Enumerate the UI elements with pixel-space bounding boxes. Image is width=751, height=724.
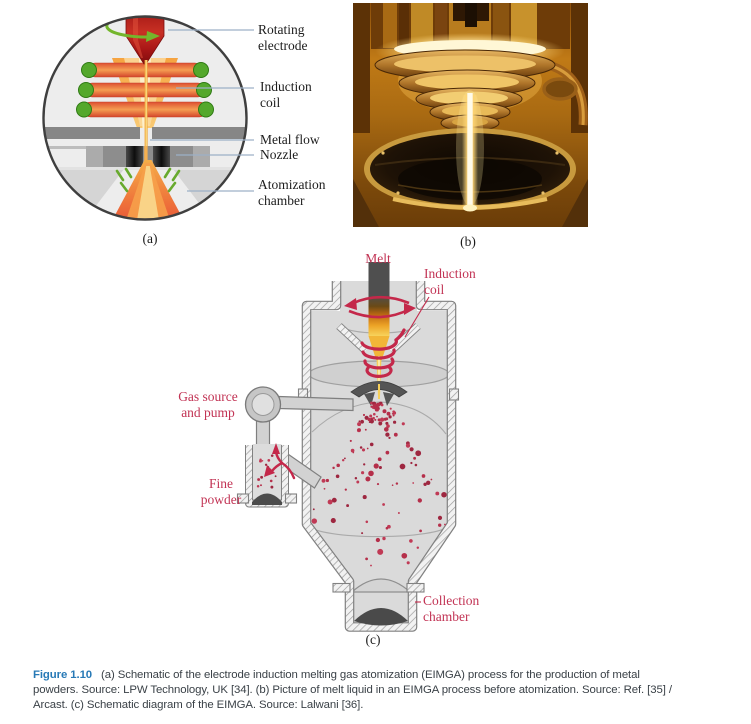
gas-pump-assembly [244, 386, 354, 489]
panel-c-letter: (c) [365, 632, 381, 647]
panel-c-schematic [236, 262, 460, 632]
fine-powder-pile [252, 493, 282, 505]
label-metal-flow: Metal flow [260, 132, 320, 147]
red-leader-lines [404, 296, 430, 603]
induction-coil-spiral [360, 328, 406, 378]
label-gas-source: Gas source and pump [178, 389, 238, 420]
chamber-circle-outline [42, 15, 248, 221]
nozzle-block [86, 146, 210, 167]
separator-plate [44, 127, 246, 139]
powder-spray-dots [311, 401, 447, 567]
caption-line-2: powders. Source: LPW Technology, UK [34]… [33, 684, 672, 696]
cyclone-arrow-icon [264, 443, 296, 480]
label-collection-chamber: Collection chamber [423, 593, 480, 624]
label-rotating-electrode: Rotating electrode [258, 22, 308, 53]
coil-end-terminals [76, 62, 214, 118]
panel-b-photo [353, 3, 588, 227]
melt-stream-photo [456, 90, 484, 212]
atomization-spray-cone [106, 160, 190, 220]
panel-b-letter: (b) [460, 234, 476, 249]
collected-powder-pile [354, 608, 408, 626]
panel-a-schematic [42, 15, 254, 221]
cyclone-powder-dots [256, 454, 277, 489]
figure-number: Figure 1.10 [33, 669, 93, 681]
vessel-walls [297, 281, 460, 632]
label-fine-powder: Fine powder [200, 476, 242, 507]
figure-caption: Figure 1.10(a) Schematic of the electrod… [33, 668, 736, 713]
gas-jet-arrows [115, 167, 181, 193]
label-melt: Melt [365, 251, 391, 266]
panel-a-letter: (a) [142, 231, 158, 246]
cup-cone-walls [336, 323, 421, 354]
label-atomization-chamber: Atomization chamber [258, 177, 326, 208]
label-induction-coil-a: Induction coil [260, 79, 312, 110]
caption-line-3: Arcast. (c) Schematic diagram of the EIM… [33, 699, 364, 711]
caption-line-1: Figure 1.10(a) Schematic of the electrod… [33, 669, 640, 681]
leader-lines [150, 29, 254, 192]
label-induction-coil-c: Induction coil [424, 266, 476, 297]
rotation-arrows-icon [344, 295, 416, 319]
label-nozzle: Nozzle [260, 147, 299, 162]
atomizer-nozzle [350, 381, 408, 406]
